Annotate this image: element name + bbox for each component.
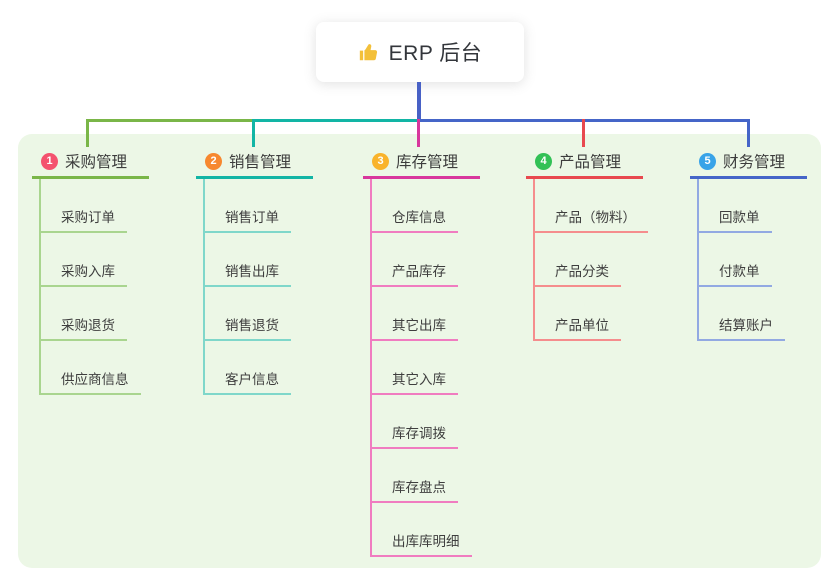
branch-label: 采购管理 — [65, 154, 128, 171]
branch-product-items: 产品（物料） 产品分类 产品单位 — [533, 179, 696, 341]
branches-background-panel — [18, 134, 821, 568]
node-label: 回款单 — [719, 210, 760, 225]
thumbs-up-icon — [358, 41, 380, 63]
node-warehouse-info[interactable]: 仓库信息 — [372, 179, 458, 233]
node-product-material[interactable]: 产品（物料） — [535, 179, 648, 233]
node-label: 库存盘点 — [392, 480, 446, 495]
connector-drop-branch-3 — [417, 119, 420, 147]
connector-drop-branch-2 — [252, 119, 255, 147]
node-label: 采购退货 — [61, 318, 115, 333]
node-label: 供应商信息 — [61, 372, 129, 387]
node-product-category[interactable]: 产品分类 — [535, 233, 621, 287]
node-label: 销售订单 — [225, 210, 279, 225]
branch-inventory-items: 仓库信息 产品库存 其它出库 其它入库 库存调拨 库存盘点 出库库明细 — [370, 179, 533, 557]
node-label: 销售退货 — [225, 318, 279, 333]
branch-sales-header[interactable]: 2 销售管理 — [196, 146, 313, 179]
branch-inventory-header[interactable]: 3 库存管理 — [363, 146, 480, 179]
node-purchase-inbound[interactable]: 采购入库 — [41, 233, 127, 287]
branch-5-badge: 5 — [699, 152, 716, 170]
node-sales-outbound[interactable]: 销售出库 — [205, 233, 291, 287]
node-receipt-bill[interactable]: 回款单 — [699, 179, 772, 233]
node-payment-bill[interactable]: 付款单 — [699, 233, 772, 287]
node-label: 产品分类 — [555, 264, 609, 279]
node-sales-order[interactable]: 销售订单 — [205, 179, 291, 233]
node-settlement-account[interactable]: 结算账户 — [699, 287, 785, 341]
branch-purchase-header[interactable]: 1 采购管理 — [32, 146, 149, 179]
branch-label: 销售管理 — [229, 154, 292, 171]
connector-hline-branch-1 — [86, 119, 254, 122]
node-label: 出库库明细 — [392, 534, 460, 549]
connector-drop-branch-4 — [582, 119, 585, 147]
node-label: 仓库信息 — [392, 210, 446, 225]
node-product-stock[interactable]: 产品库存 — [372, 233, 458, 287]
node-customer-info[interactable]: 客户信息 — [205, 341, 291, 395]
branch-inventory: 3 库存管理 仓库信息 产品库存 其它出库 其它入库 库存调拨 库存盘点 出库库… — [363, 146, 533, 557]
node-stock-transfer[interactable]: 库存调拨 — [372, 395, 458, 449]
branch-finance-header[interactable]: 5 财务管理 — [690, 146, 807, 179]
node-purchase-return[interactable]: 采购退货 — [41, 287, 127, 341]
root-title: ERP 后台 — [388, 42, 483, 65]
root-node[interactable]: ERP 后台 — [316, 22, 524, 82]
node-purchase-order[interactable]: 采购订单 — [41, 179, 127, 233]
node-sales-return[interactable]: 销售退货 — [205, 287, 291, 341]
node-supplier-info[interactable]: 供应商信息 — [41, 341, 141, 395]
node-other-inbound[interactable]: 其它入库 — [372, 341, 458, 395]
branch-finance-items: 回款单 付款单 结算账户 — [697, 179, 839, 341]
node-product-unit[interactable]: 产品单位 — [535, 287, 621, 341]
branch-sales: 2 销售管理 销售订单 销售出库 销售退货 客户信息 — [196, 146, 366, 395]
node-outbound-details[interactable]: 出库库明细 — [372, 503, 472, 557]
node-label: 其它出库 — [392, 318, 446, 333]
branch-1-badge: 1 — [41, 152, 58, 170]
connector-hline-branch-2 — [254, 119, 417, 122]
branch-label: 财务管理 — [723, 154, 786, 171]
branch-4-badge: 4 — [535, 152, 552, 170]
branch-label: 库存管理 — [396, 154, 459, 171]
branch-product: 4 产品管理 产品（物料） 产品分类 产品单位 — [526, 146, 696, 341]
node-label: 库存调拨 — [392, 426, 446, 441]
node-label: 产品（物料） — [555, 210, 636, 225]
branch-2-badge: 2 — [205, 152, 222, 170]
branch-label: 产品管理 — [559, 154, 622, 171]
node-label: 付款单 — [719, 264, 760, 279]
node-other-outbound[interactable]: 其它出库 — [372, 287, 458, 341]
node-label: 产品单位 — [555, 318, 609, 333]
branch-sales-items: 销售订单 销售出库 销售退货 客户信息 — [203, 179, 366, 395]
node-label: 产品库存 — [392, 264, 446, 279]
node-label: 结算账户 — [719, 318, 773, 333]
branch-3-badge: 3 — [372, 152, 389, 170]
branch-finance: 5 财务管理 回款单 付款单 结算账户 — [690, 146, 839, 341]
connector-drop-branch-5 — [747, 119, 750, 147]
node-label: 销售出库 — [225, 264, 279, 279]
node-label: 采购订单 — [61, 210, 115, 225]
branch-product-header[interactable]: 4 产品管理 — [526, 146, 643, 179]
node-label: 其它入库 — [392, 372, 446, 387]
connector-root-stem — [417, 82, 421, 122]
connector-drop-branch-1 — [86, 119, 89, 147]
node-label: 客户信息 — [225, 372, 279, 387]
branch-purchase-items: 采购订单 采购入库 采购退货 供应商信息 — [39, 179, 202, 395]
node-label: 采购入库 — [61, 264, 115, 279]
branch-purchase: 1 采购管理 采购订单 采购入库 采购退货 供应商信息 — [32, 146, 202, 395]
node-stock-count[interactable]: 库存盘点 — [372, 449, 458, 503]
